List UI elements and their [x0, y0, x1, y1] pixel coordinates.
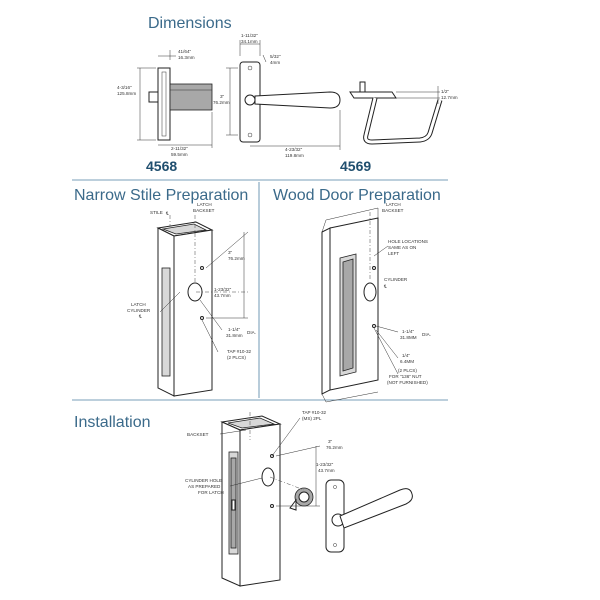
section-title-dimensions: Dimensions	[148, 15, 232, 32]
dim-a3: 2-11/32"	[171, 146, 188, 151]
section-title-wood-door: Wood Door Preparation	[273, 187, 441, 204]
narrow-dim-3: 3"	[228, 250, 233, 255]
model-label-4568: 4568	[146, 158, 177, 174]
dim-b2-mm: 4mm	[270, 60, 280, 65]
wood-plcs-2: FOR "136" NUT	[389, 374, 422, 379]
wood-dia-label: DIA.	[422, 332, 431, 337]
label-stile-cl: ℄	[165, 211, 170, 216]
label-latch-cyl-2: CYLINDER	[127, 308, 151, 313]
dim-a1: 41/64"	[178, 49, 191, 54]
narrow-tap-2: (2 PLCS)	[227, 355, 246, 360]
wood-plcs-3: (NOT FURNISHED)	[387, 380, 428, 385]
dim-b2: 5/32"	[270, 54, 281, 59]
dim-c1: 1/2"	[441, 89, 449, 94]
install-dim-3-mm: 76.2mm	[326, 445, 343, 450]
dim-b1: 1-11/32"	[241, 33, 258, 38]
lever-perspective-drawing	[349, 81, 443, 145]
install-dim-3: 3"	[328, 439, 333, 444]
installation-drawing	[219, 412, 413, 587]
install-dim-1-mm: 43.7mm	[318, 468, 335, 473]
narrow-dia: 1-1/4"	[228, 327, 240, 332]
install-backset: BACKSET	[187, 432, 209, 437]
wood-holes-3: LEFT	[388, 251, 399, 256]
wood-door-drawing	[321, 207, 399, 403]
narrow-dim-1-mm: 43.7mm	[214, 293, 231, 298]
narrow-dia-label: DIA.	[247, 330, 256, 335]
dim-b4: 4-23/32"	[285, 147, 303, 152]
dim-a3-mm: 59.5mm	[171, 152, 188, 157]
wood-quarter-mm: 6.4MM	[400, 359, 414, 364]
dim-a1-mm: 16.3mm	[178, 55, 195, 60]
section-title-installation: Installation	[74, 414, 151, 431]
wood-cylinder-cl: ℄	[383, 284, 388, 289]
install-cyl-2: AS PREPARED	[188, 484, 221, 489]
wood-holes-1: HOLE LOCATIONS	[388, 239, 428, 244]
install-cyl-3: FOR LATCH	[198, 490, 224, 495]
install-tap-1: TAP #10-32	[302, 410, 327, 415]
install-tap-2: (MS) 2PL	[302, 416, 322, 421]
dim-a2: 4-3/16"	[117, 85, 132, 90]
model-label-4569: 4569	[340, 158, 371, 174]
narrow-dia-mm: 31.8mm	[226, 333, 243, 338]
dim-b4-mm: 119.8mm	[285, 153, 304, 158]
label-stile: STILE	[150, 210, 163, 215]
label-latch: LATCH	[197, 202, 212, 207]
model-4569-drawing	[226, 40, 341, 150]
dim-b3: 3"	[220, 94, 225, 99]
label-latch-cyl-cl: ℄	[138, 314, 143, 319]
wood-dia-mm: 31.8MM	[400, 335, 417, 340]
dim-a2-mm: 125.8mm	[117, 91, 136, 96]
wood-dia: 1-1/4"	[402, 329, 414, 334]
wood-plcs-1: (2 PLCS)	[398, 368, 417, 373]
dim-c1-mm: 12.7mm	[441, 95, 458, 100]
narrow-tap-1: TAP #10-32	[227, 349, 252, 354]
wood-cylinder: CYLINDER	[384, 277, 408, 282]
narrow-dim-3-mm: 76.2mm	[228, 256, 245, 261]
label-backset: BACKSET	[193, 208, 215, 213]
wood-quarter: 1/4"	[402, 353, 410, 358]
wood-label-backset: BACKSET	[382, 208, 404, 213]
install-cyl-1: CYLINDER HOLE	[185, 478, 222, 483]
narrow-stile-drawing	[156, 215, 249, 397]
dim-b3-mm: 76.2mm	[213, 100, 230, 105]
label-latch-cyl-1: LATCH	[131, 302, 146, 307]
install-dim-1: 1-23/32"	[316, 462, 334, 467]
model-4568-drawing	[137, 50, 213, 148]
narrow-dim-1: 1-23/32"	[214, 287, 232, 292]
wood-holes-2: SAME AS ON	[388, 245, 416, 250]
section-title-narrow-stile: Narrow Stile Preparation	[74, 187, 248, 204]
dim-b1-mm: 34.1mm	[241, 39, 258, 44]
wood-label-latch: LATCH	[386, 202, 401, 207]
